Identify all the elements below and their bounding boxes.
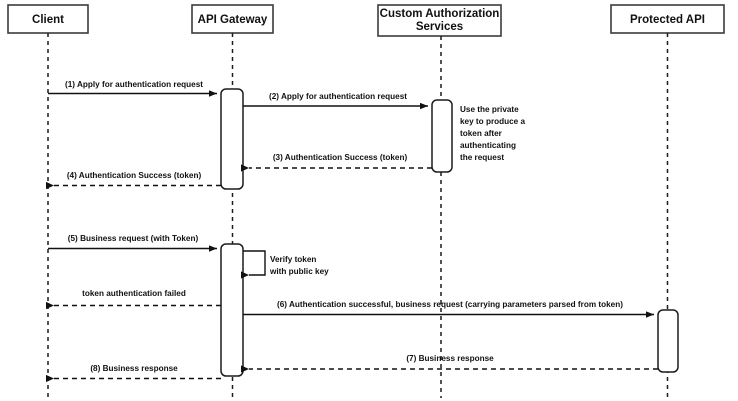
lifeline-box-custom-auth (377, 4, 502, 37)
note-private-key-line-4: authenticating (460, 141, 516, 150)
note-private-key-line-3: token after (460, 129, 503, 138)
activation-custom-auth (431, 99, 453, 173)
message-3[interactable]: (3) Authentication Success (token) (241, 153, 432, 172)
message-token-authentication-failed[interactable]: token authentication failed (46, 289, 221, 310)
lifeline-head-protected-api[interactable]: Protected API (610, 4, 725, 34)
message-token-authentication-failed-label: token authentication failed (82, 289, 186, 298)
lifeline-label-api-gateway: API Gateway (198, 14, 268, 26)
message-1[interactable]: (1) Apply for authentication request (48, 80, 217, 97)
message-4-label: (4) Authentication Success (token) (67, 171, 202, 180)
activation-protected-api (657, 309, 679, 373)
message-8-label: (8) Business response (90, 364, 178, 373)
note-private-key-line-2: key to produce a (460, 117, 526, 126)
note-private-key: Use the private key to produce a token a… (460, 105, 526, 162)
message-self-verify-token-label-line2: with public key (269, 267, 329, 276)
message-self-verify-token[interactable]: Verify token with public key (241, 250, 329, 279)
activation-api-gateway-business (220, 243, 244, 377)
lifeline-box-protected-api (610, 4, 725, 34)
lifeline-head-custom-auth[interactable]: Custom Authorization Services (377, 4, 502, 37)
message-2-label: (2) Apply for authentication request (269, 92, 407, 101)
message-2[interactable]: (2) Apply for authentication request (243, 92, 428, 110)
message-8[interactable]: (8) Business response (46, 364, 221, 383)
lifeline-head-client[interactable]: Client (7, 4, 89, 34)
message-self-verify-token-label-line1: Verify token (270, 255, 316, 264)
note-private-key-line-5: the request (460, 153, 504, 162)
note-private-key-line-1: Use the private (460, 105, 519, 114)
message-3-label: (3) Authentication Success (token) (273, 153, 408, 162)
lifeline-label-client: Client (32, 14, 64, 26)
lifeline-label-protected-api: Protected API (630, 14, 705, 26)
message-5[interactable]: (5) Business request (with Token) (48, 234, 217, 252)
message-self-verify-token-arrow (241, 250, 266, 279)
message-5-label: (5) Business request (with Token) (68, 234, 199, 243)
lifeline-head-api-gateway[interactable]: API Gateway (191, 4, 274, 34)
lifeline-label-custom-auth-line1: Custom Authorization (380, 8, 500, 20)
lifeline-label-custom-auth-line2: Services (416, 21, 463, 33)
message-4[interactable]: (4) Authentication Success (token) (46, 171, 221, 190)
message-7[interactable]: (7) Business response (241, 354, 658, 373)
message-6[interactable]: (6) Authentication successful, business … (243, 300, 654, 318)
message-7-label: (7) Business response (406, 354, 494, 363)
message-6-label: (6) Authentication successful, business … (277, 300, 623, 309)
message-1-label: (1) Apply for authentication request (65, 80, 203, 89)
activation-api-gateway-auth (220, 88, 244, 190)
